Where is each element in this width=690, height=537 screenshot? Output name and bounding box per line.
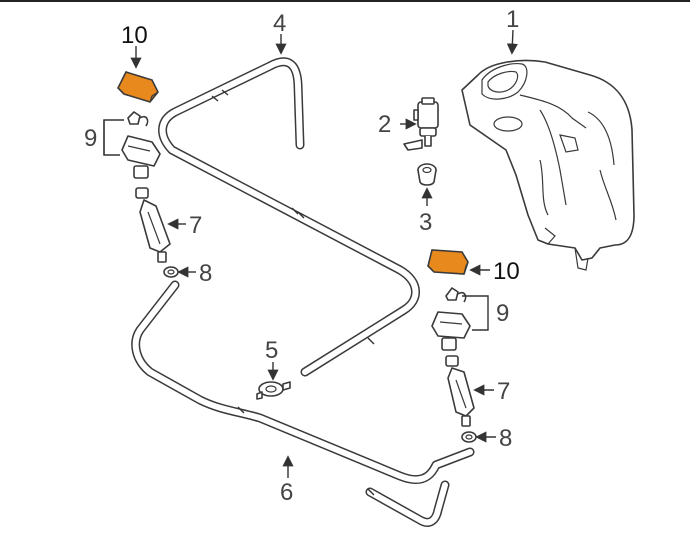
hose-lower[interactable] [131, 280, 475, 527]
nozzle-cap-right[interactable] [427, 249, 469, 275]
washer-pump[interactable] [403, 97, 439, 151]
callout-1: 1 [506, 6, 519, 33]
callout-9-right: 9 [496, 300, 509, 327]
hose-upper[interactable] [158, 57, 420, 377]
leader-9-left [103, 119, 124, 156]
callout-9-left: 9 [84, 125, 97, 152]
callout-10-left: 10 [121, 22, 148, 49]
callout-2: 2 [378, 111, 391, 138]
leader-9-right [462, 295, 489, 331]
washer-fluid-reservoir[interactable] [461, 59, 635, 271]
seal-ring-right[interactable] [461, 431, 477, 443]
pump-grommet[interactable] [417, 163, 437, 186]
callout-6: 6 [280, 479, 293, 506]
check-valve[interactable] [256, 381, 291, 400]
nozzle-body-left[interactable] [121, 135, 161, 179]
callout-5: 5 [265, 337, 278, 364]
nozzle-body-right[interactable] [431, 311, 471, 351]
nozzle-extension-right[interactable] [445, 355, 475, 427]
cap-right-shape [427, 249, 469, 275]
nozzle-clip-left[interactable] [127, 111, 149, 127]
leader-1 [506, 29, 518, 55]
callout-7-left: 7 [189, 212, 202, 239]
seal-ring-left[interactable] [163, 266, 179, 278]
callout-10-right: 10 [493, 258, 520, 285]
callout-7-right: 7 [497, 378, 510, 405]
callout-8-right: 8 [499, 425, 512, 452]
callout-3: 3 [419, 209, 432, 236]
callout-8-left: 8 [199, 260, 212, 287]
nozzle-extension-left[interactable] [135, 187, 171, 263]
callout-4: 4 [273, 10, 286, 37]
nozzle-clip-right[interactable] [445, 287, 467, 303]
nozzle-cap-left[interactable] [117, 71, 159, 103]
